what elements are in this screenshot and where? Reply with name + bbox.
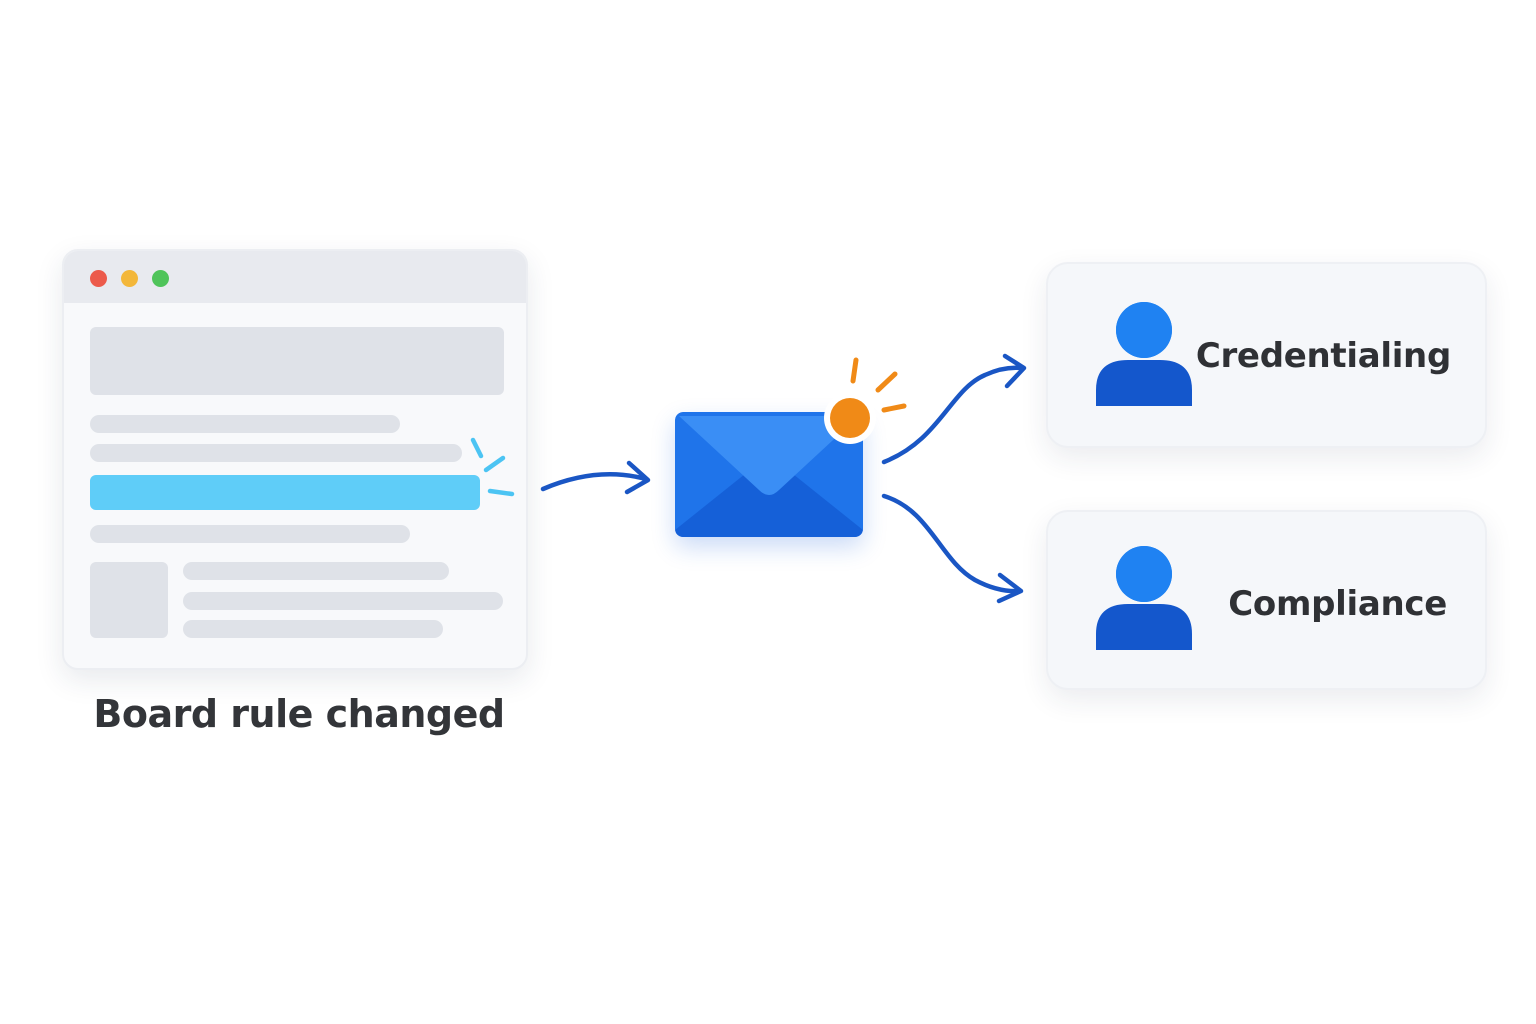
browser-title-bar — [64, 251, 526, 303]
email-icon — [675, 412, 863, 537]
team-card-credentialing: Credentialing — [1046, 262, 1487, 448]
arrow-source-to-email — [540, 460, 651, 495]
content-thumbnail — [90, 562, 168, 638]
person-icon — [1096, 546, 1192, 650]
content-line — [183, 592, 503, 610]
content-line — [183, 620, 443, 638]
browser-window-illustration — [62, 249, 528, 670]
arrow-email-to-compliance — [881, 493, 1024, 604]
team-label: Compliance — [1228, 584, 1447, 624]
content-line — [90, 444, 462, 462]
source-caption: Board rule changed — [93, 692, 505, 736]
content-line — [90, 525, 410, 543]
changed-rule-highlight — [90, 475, 480, 510]
team-label: Credentialing — [1195, 336, 1451, 376]
content-line — [183, 562, 449, 580]
content-header-block — [90, 327, 504, 395]
arrow-email-to-credentialing — [881, 353, 1027, 465]
person-icon — [1096, 302, 1192, 406]
content-line — [90, 415, 400, 433]
maximize-dot-icon — [152, 270, 169, 287]
close-dot-icon — [90, 270, 107, 287]
minimize-dot-icon — [121, 270, 138, 287]
team-card-compliance: Compliance — [1046, 510, 1487, 690]
